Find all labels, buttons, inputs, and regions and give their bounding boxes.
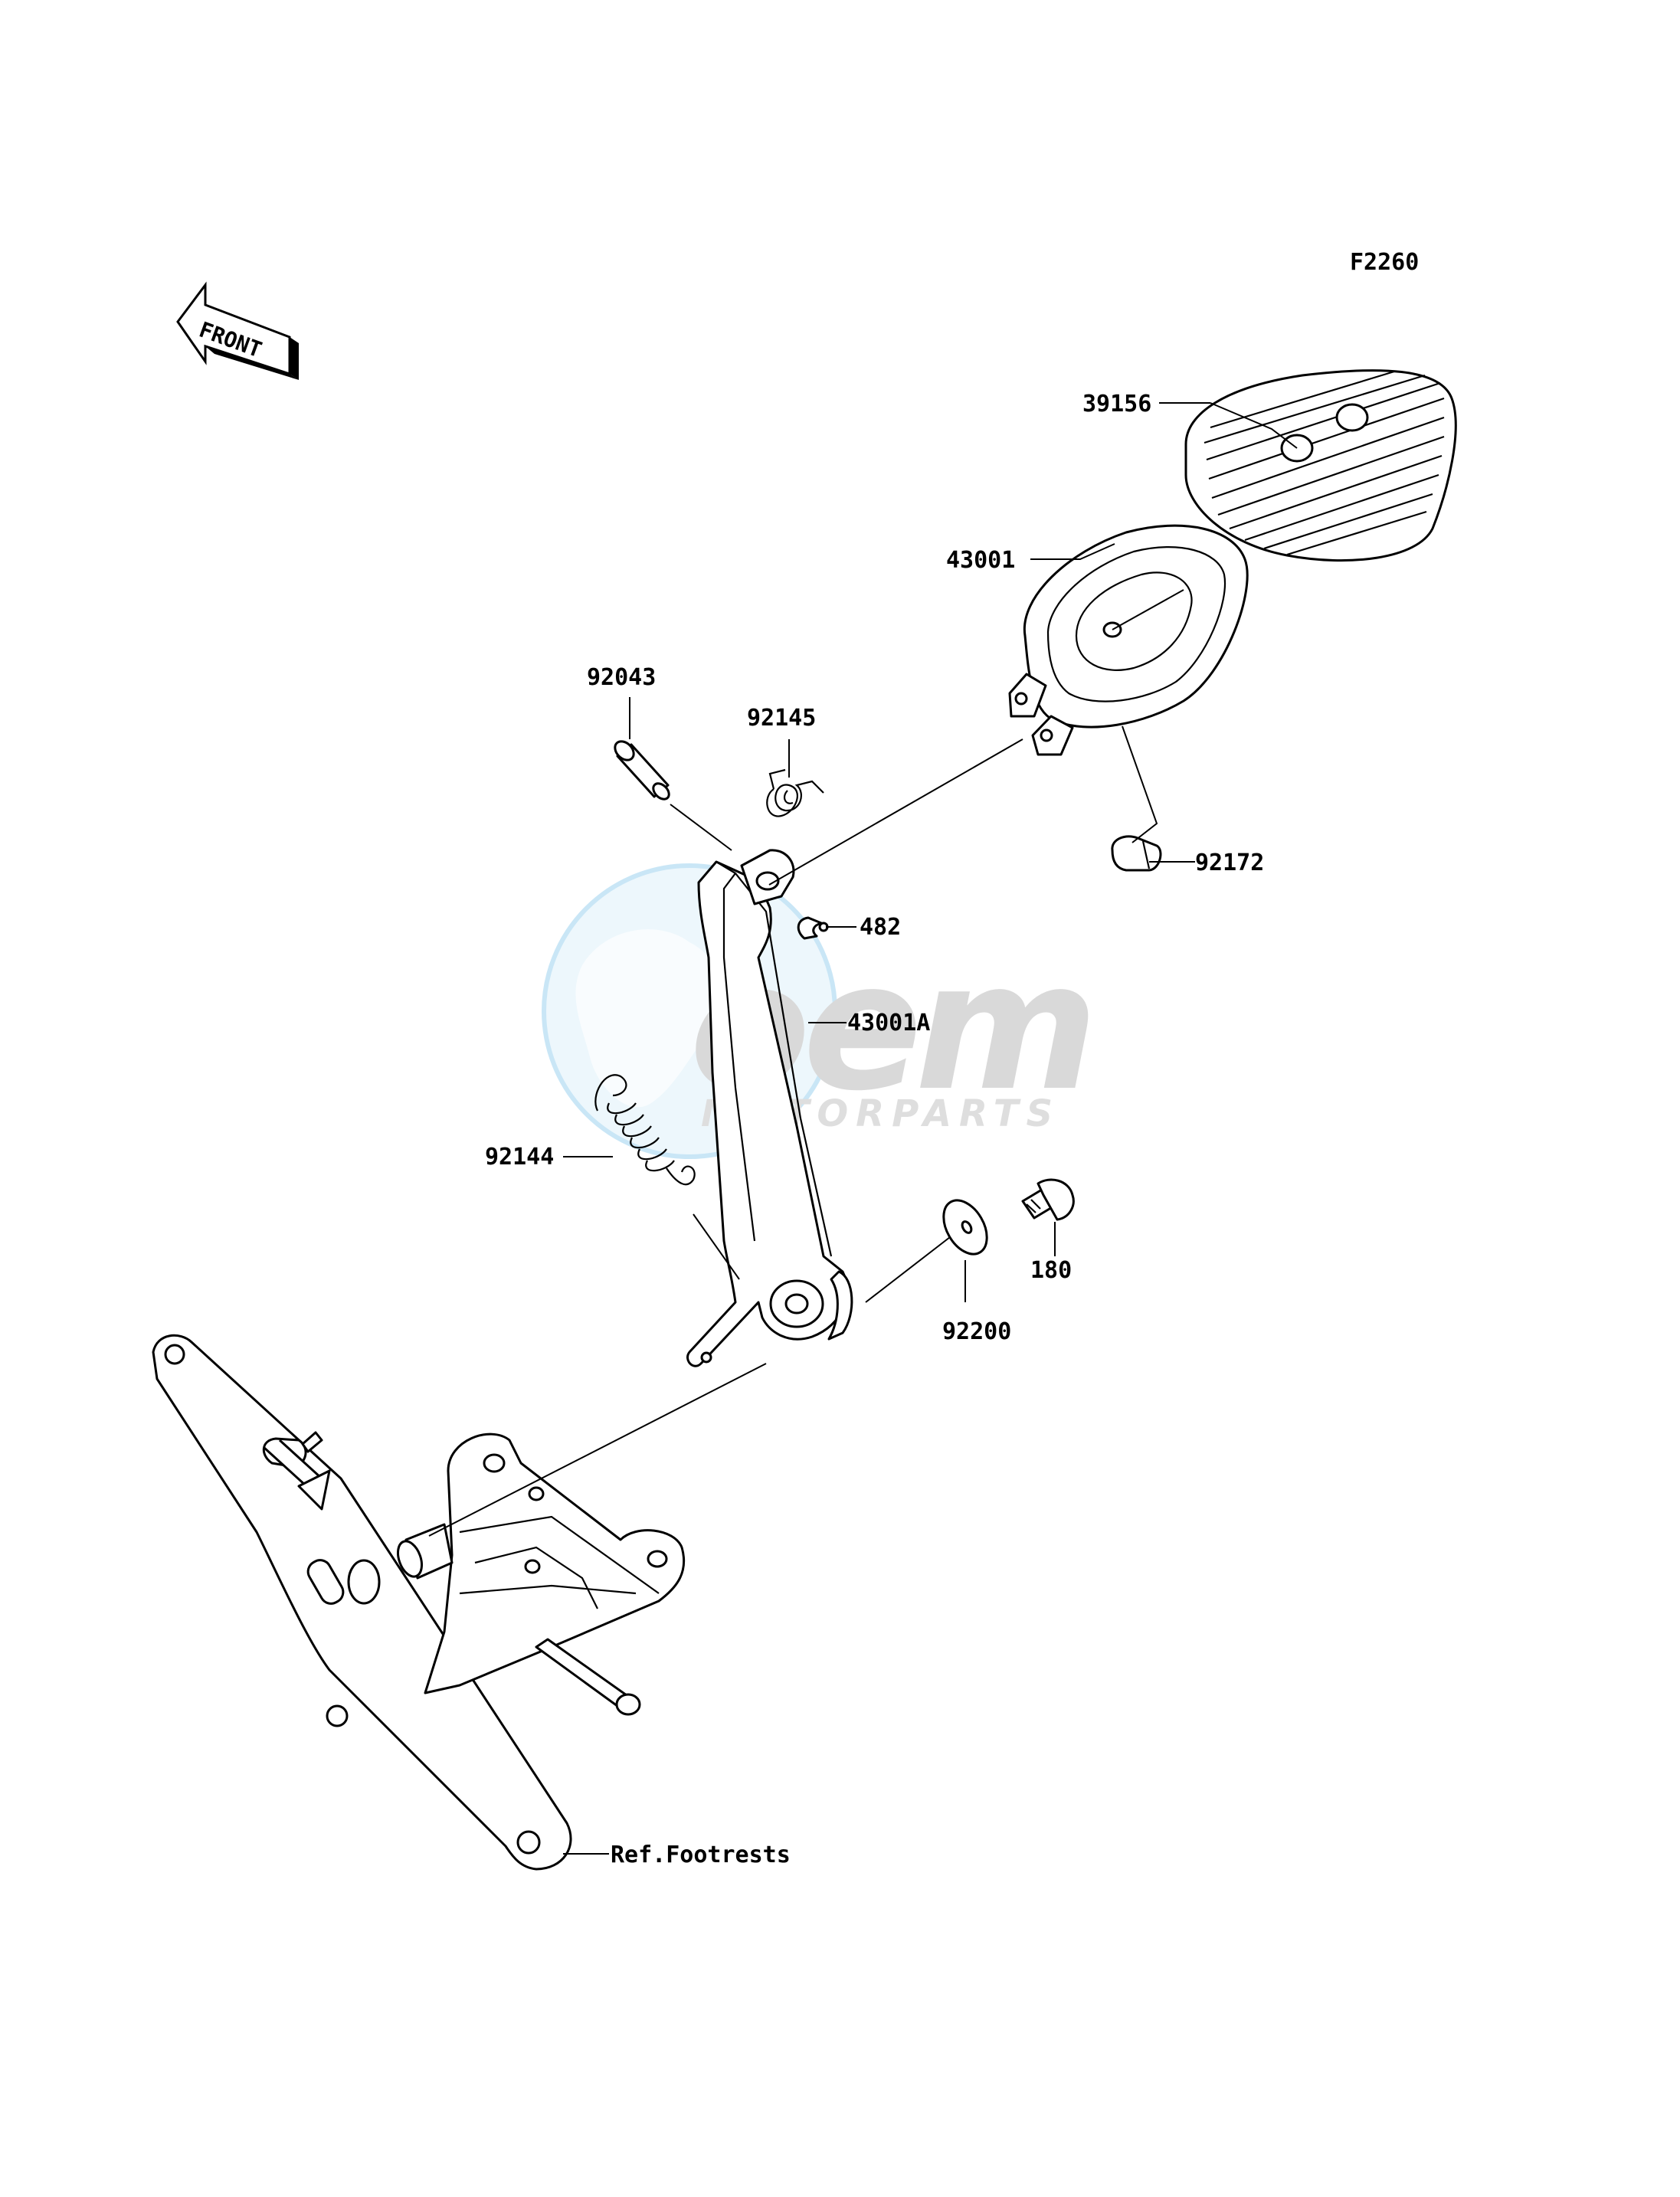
callout-92043: 92043	[587, 664, 656, 691]
callout-43001: 43001	[946, 547, 1015, 574]
callout-180: 180	[1030, 1257, 1072, 1284]
callout-92144: 92144	[485, 1144, 554, 1171]
callout-ref-footrests: Ref.Footrests	[611, 1842, 791, 1868]
clip-482	[797, 916, 829, 940]
pedal-rubber-39156	[1184, 369, 1457, 562]
watermark-continents	[575, 929, 724, 1108]
bolt-180	[1021, 1178, 1075, 1221]
callout-92172: 92172	[1195, 850, 1264, 876]
washer-92200	[942, 1199, 988, 1256]
pin-92043	[614, 740, 670, 801]
bolt-92172	[1111, 835, 1162, 872]
spring-92145	[766, 768, 824, 817]
leader-lines	[428, 402, 1298, 1855]
pedal-pad-43001	[1008, 524, 1249, 756]
callout-92145: 92145	[747, 705, 816, 732]
footrest-bracket	[152, 1334, 686, 1871]
callout-39156: 39156	[1082, 391, 1151, 417]
spring-92144	[594, 1074, 696, 1186]
callout-labels: 39156 43001 92043 92145 92172 482 43001A…	[485, 391, 1264, 1868]
callout-92200: 92200	[942, 1318, 1011, 1345]
figure-code: F2260	[1350, 249, 1419, 276]
callout-43001A: 43001A	[847, 1010, 930, 1036]
oem-motorparts-watermark: oem MOTORPARTS	[542, 863, 1099, 1159]
front-arrow-icon: FRONT	[176, 281, 299, 380]
brake-pedal-arm-43001A	[686, 849, 853, 1367]
callout-482: 482	[860, 914, 901, 941]
